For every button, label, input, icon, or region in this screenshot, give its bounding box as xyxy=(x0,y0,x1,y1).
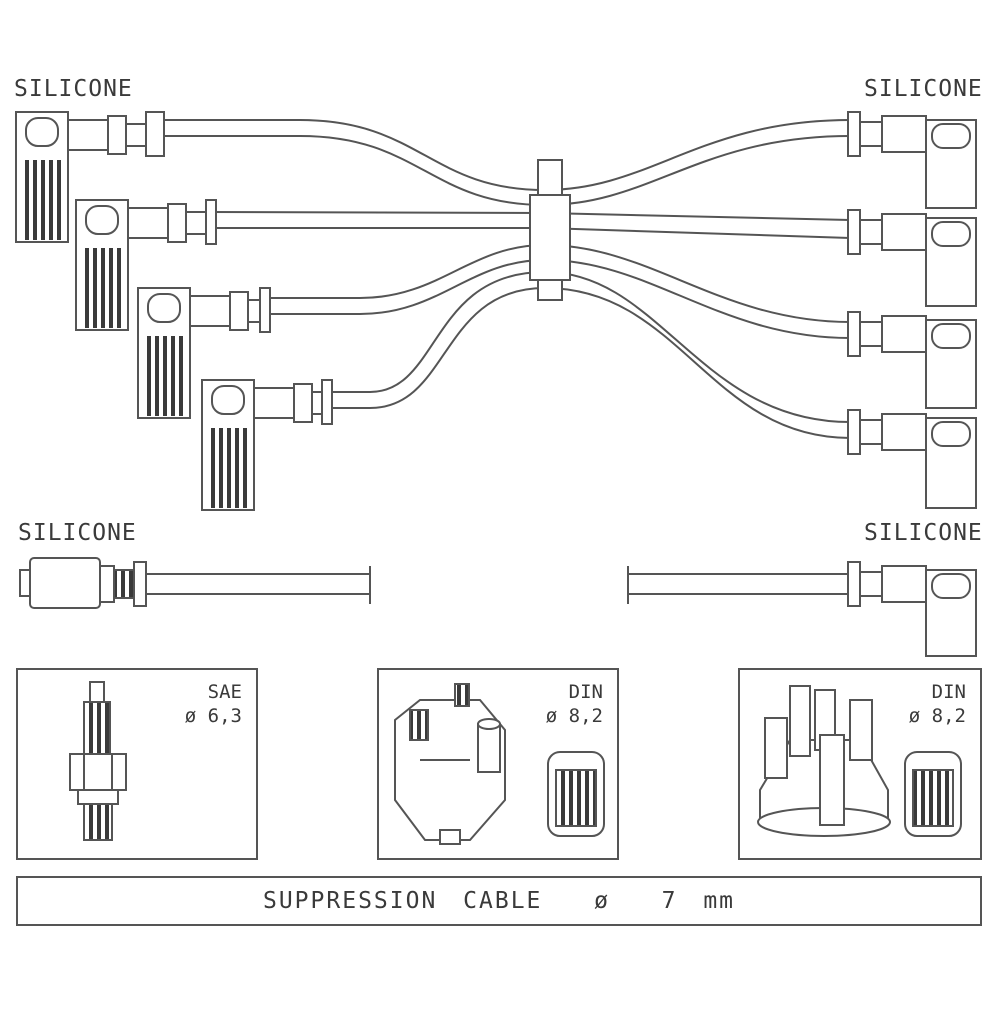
cable-1 xyxy=(148,119,851,192)
distributor-panel: DIN ø 8,2 xyxy=(377,668,619,860)
distributor-diameter: ø 8,2 xyxy=(545,705,603,727)
spark-plug-illustration xyxy=(69,681,127,841)
silicone-label-top-left: SILICONE xyxy=(14,76,133,102)
spark-plug-diameter: ø 6,3 xyxy=(184,705,242,727)
spark-plug-standard: SAE xyxy=(207,681,242,703)
distributor-cap-panel: DIN ø 8,2 xyxy=(738,668,982,860)
cable-separator-clip xyxy=(529,159,571,301)
left-boots xyxy=(15,111,333,511)
right-boots xyxy=(847,111,977,657)
silicone-label-mid-left: SILICONE xyxy=(18,520,137,546)
silicone-label-top-right: SILICONE xyxy=(864,76,983,102)
distributor-cap-standard: DIN xyxy=(931,681,966,703)
coil-cable-right xyxy=(628,573,850,595)
distributor-cap-diameter: ø 8,2 xyxy=(908,705,966,727)
distributor-illustration xyxy=(394,683,605,845)
footer-text: SUPPRESSION CABLE ø 7 mm xyxy=(262,888,736,914)
coil-connector-left xyxy=(19,557,147,609)
spark-plug-panel: SAE ø 6,3 xyxy=(16,668,258,860)
coil-cable-left xyxy=(146,573,370,595)
distributor-cap-illustration xyxy=(757,685,962,837)
distributor-standard: DIN xyxy=(568,681,603,703)
silicone-label-mid-right: SILICONE xyxy=(864,520,983,546)
suppression-cable-footer: SUPPRESSION CABLE ø 7 mm xyxy=(16,876,982,926)
